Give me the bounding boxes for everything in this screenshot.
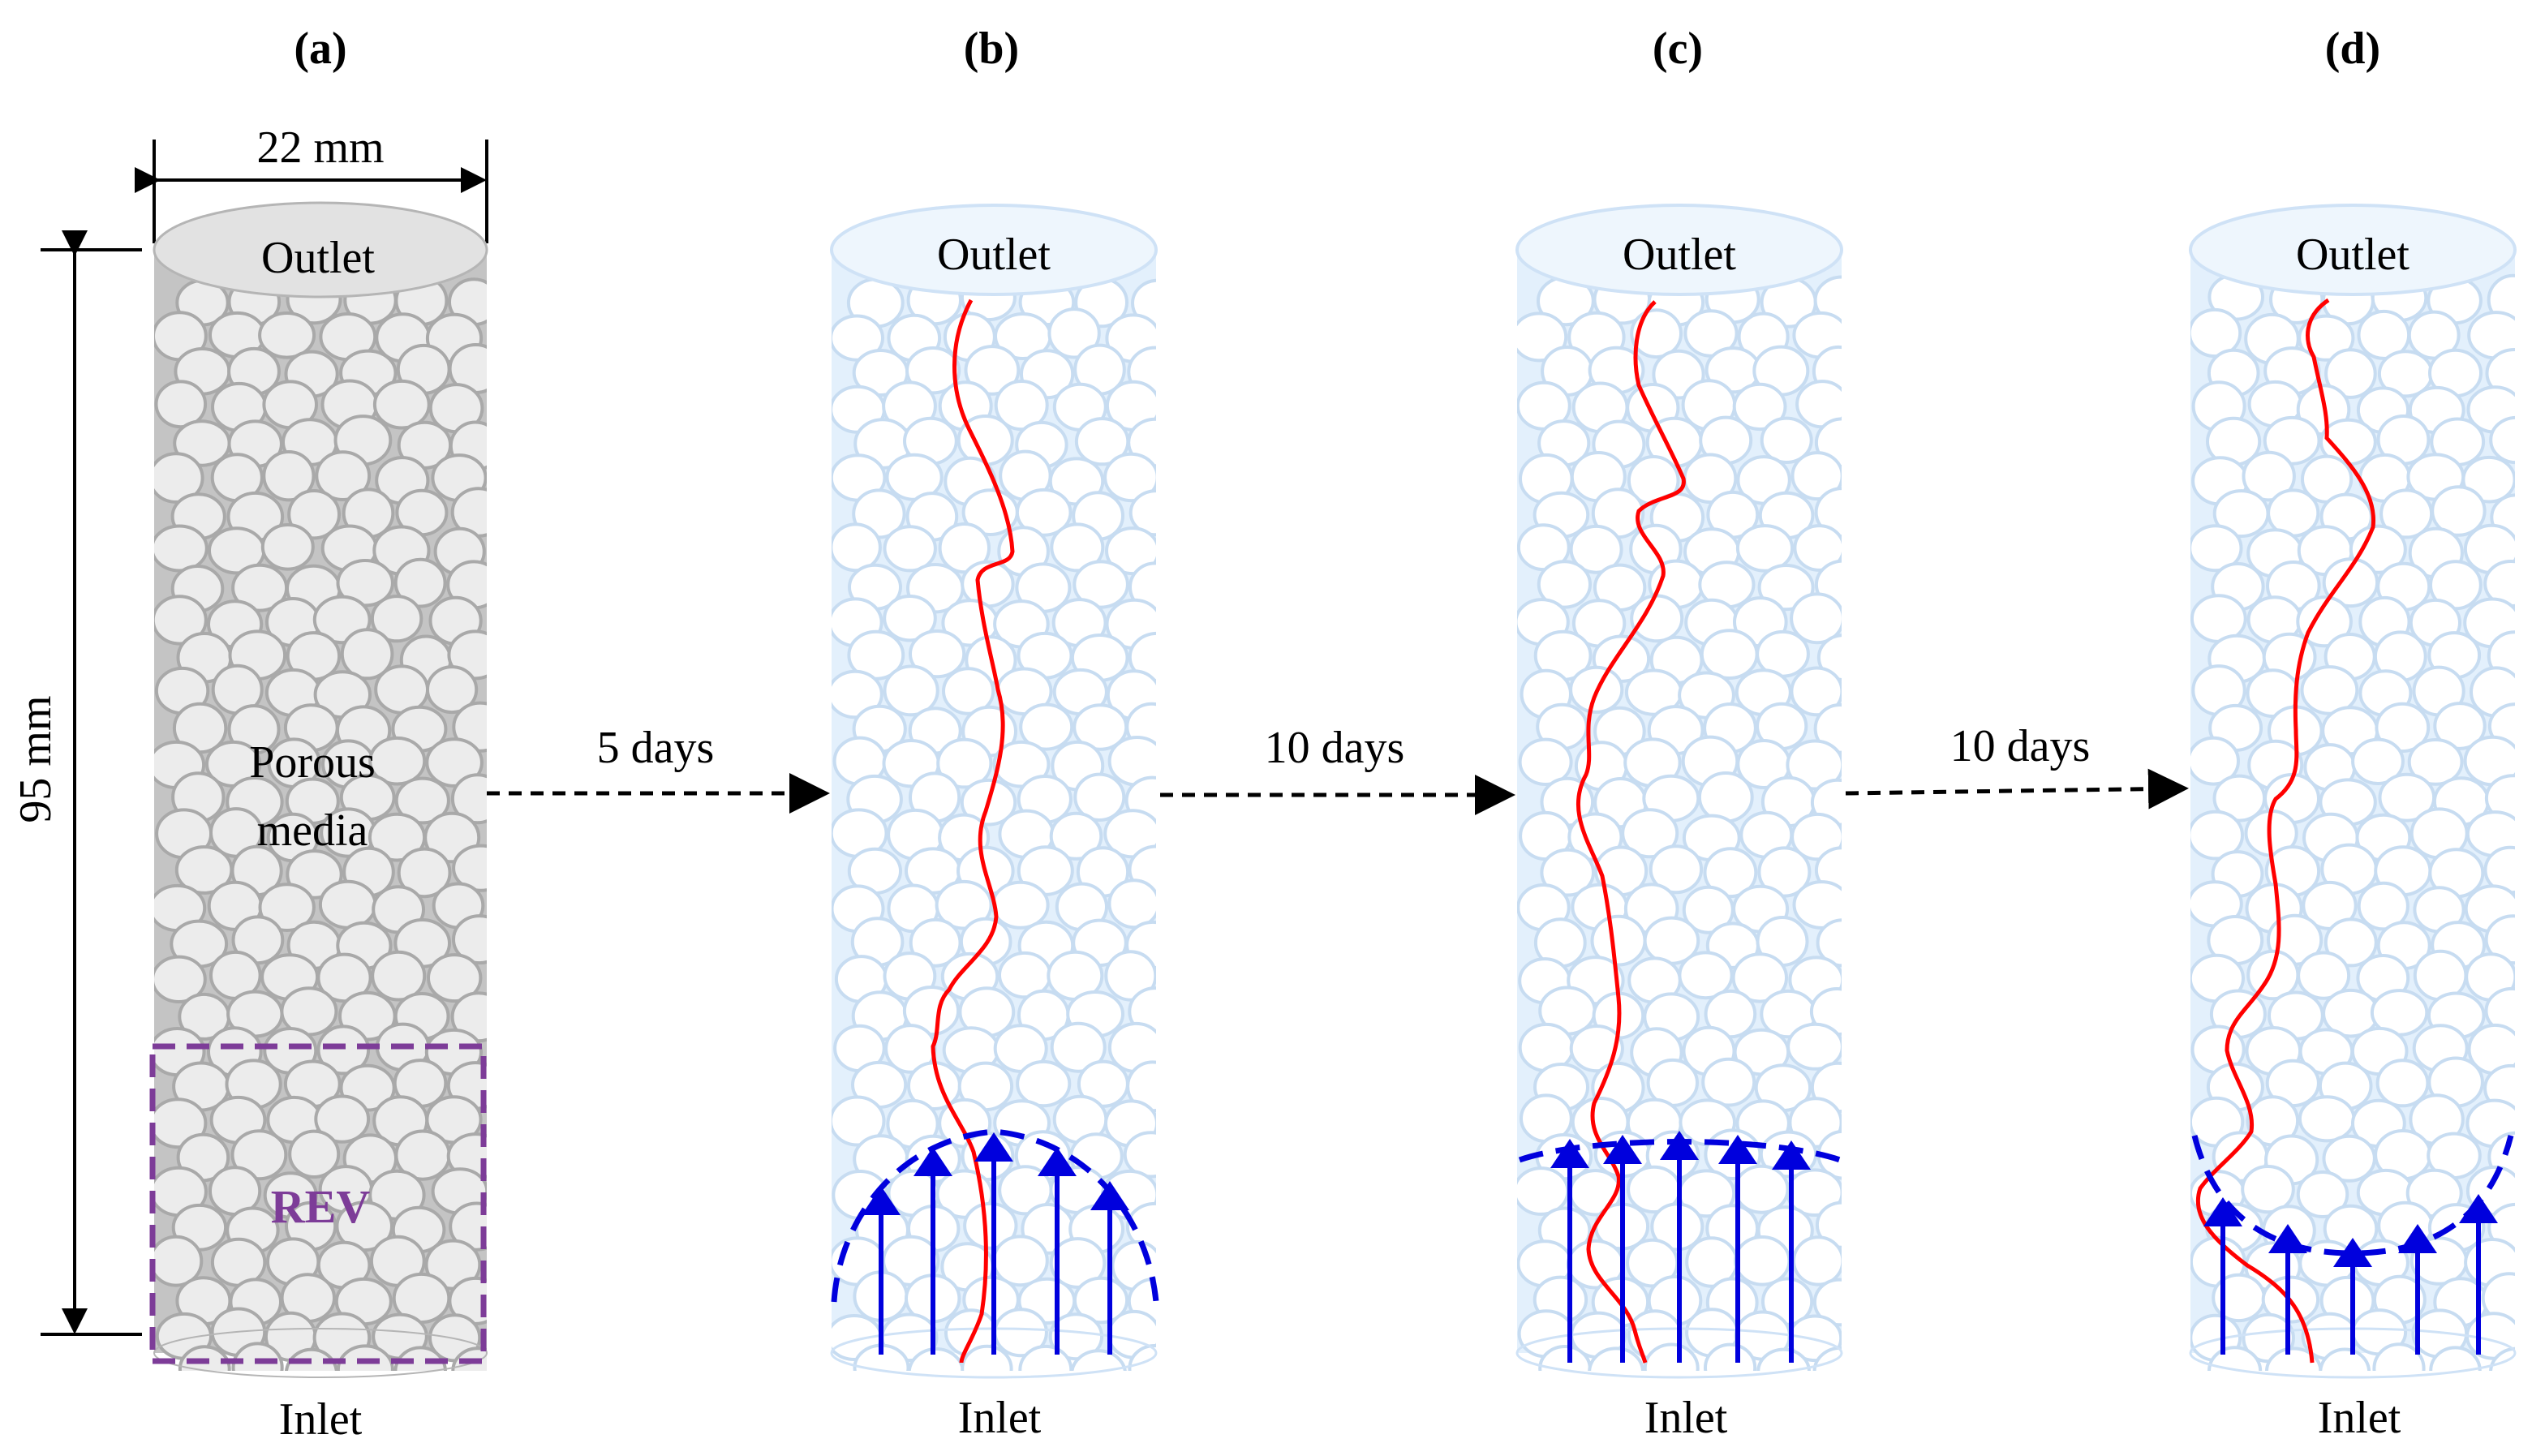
width-label: 22 mm [256, 122, 384, 173]
transition-label-3: 10 days [1950, 721, 2091, 771]
grain [1735, 1237, 1789, 1285]
grain [993, 883, 1048, 928]
grain [152, 526, 206, 571]
panel-label-d: (d) [2325, 24, 2380, 74]
transition-label-1: 5 days [597, 723, 715, 773]
height-dimension: 95 mm [11, 250, 142, 1334]
porous-media-label-line1: Porous [249, 737, 376, 788]
grain [1110, 737, 1165, 785]
grain [453, 1348, 502, 1393]
outlet-label-c: Outlet [1623, 230, 1736, 280]
grain [1540, 1346, 1590, 1390]
inlet-label-a: Inlet [279, 1394, 363, 1445]
grain [1794, 1237, 1842, 1284]
transition-label-2: 10 days [1265, 723, 1405, 773]
grain [962, 1346, 1011, 1392]
transition-arrow-3: 10 days [1846, 721, 2185, 793]
porous-media-label-line2: media [257, 805, 368, 856]
panel-label-c: (c) [1653, 24, 1703, 74]
porous-grains-c [1512, 276, 1871, 1396]
grain [1735, 1166, 1788, 1213]
grain [320, 882, 376, 928]
grain [1589, 1348, 1643, 1396]
outlet-label-a: Outlet [261, 233, 375, 283]
transition-arrow-2: 10 days [1160, 723, 1511, 795]
grain [1109, 880, 1159, 927]
grain [338, 1346, 393, 1393]
height-label: 95 mm [11, 695, 61, 822]
grain [909, 1349, 964, 1398]
column-panel-c [1512, 205, 1871, 1396]
inlet-label-b: Inlet [958, 1393, 1042, 1443]
grain [395, 1347, 445, 1395]
grain [286, 1350, 337, 1398]
grain [1017, 1062, 1069, 1106]
grain [2320, 1350, 2369, 1396]
grain [1702, 630, 1757, 678]
grain [2491, 1349, 2532, 1396]
grain [1645, 1345, 1698, 1393]
grain [234, 1343, 282, 1391]
grain [1020, 1346, 1071, 1394]
grain [2491, 418, 2532, 462]
grain [2469, 312, 2523, 358]
grain [180, 1346, 230, 1391]
grain [1703, 1059, 1754, 1106]
grain [1700, 773, 1752, 822]
inlet-label-d: Inlet [2318, 1393, 2401, 1443]
transition-arrow-1: 5 days [487, 723, 826, 793]
outlet-label-d: Outlet [2296, 230, 2409, 280]
panel-label-a: (a) [294, 24, 346, 74]
grain [1631, 596, 1682, 642]
grain [375, 381, 429, 428]
grain [2300, 1097, 2354, 1140]
rev-label: REV [271, 1180, 371, 1233]
inlet-label-c: Inlet [1644, 1393, 1728, 1443]
grain [1129, 1346, 1180, 1391]
outlet-label-b: Outlet [937, 230, 1051, 280]
panel-label-b: (b) [964, 24, 1019, 74]
grain [831, 524, 880, 570]
grain [263, 525, 313, 569]
grain [1705, 1345, 1755, 1391]
